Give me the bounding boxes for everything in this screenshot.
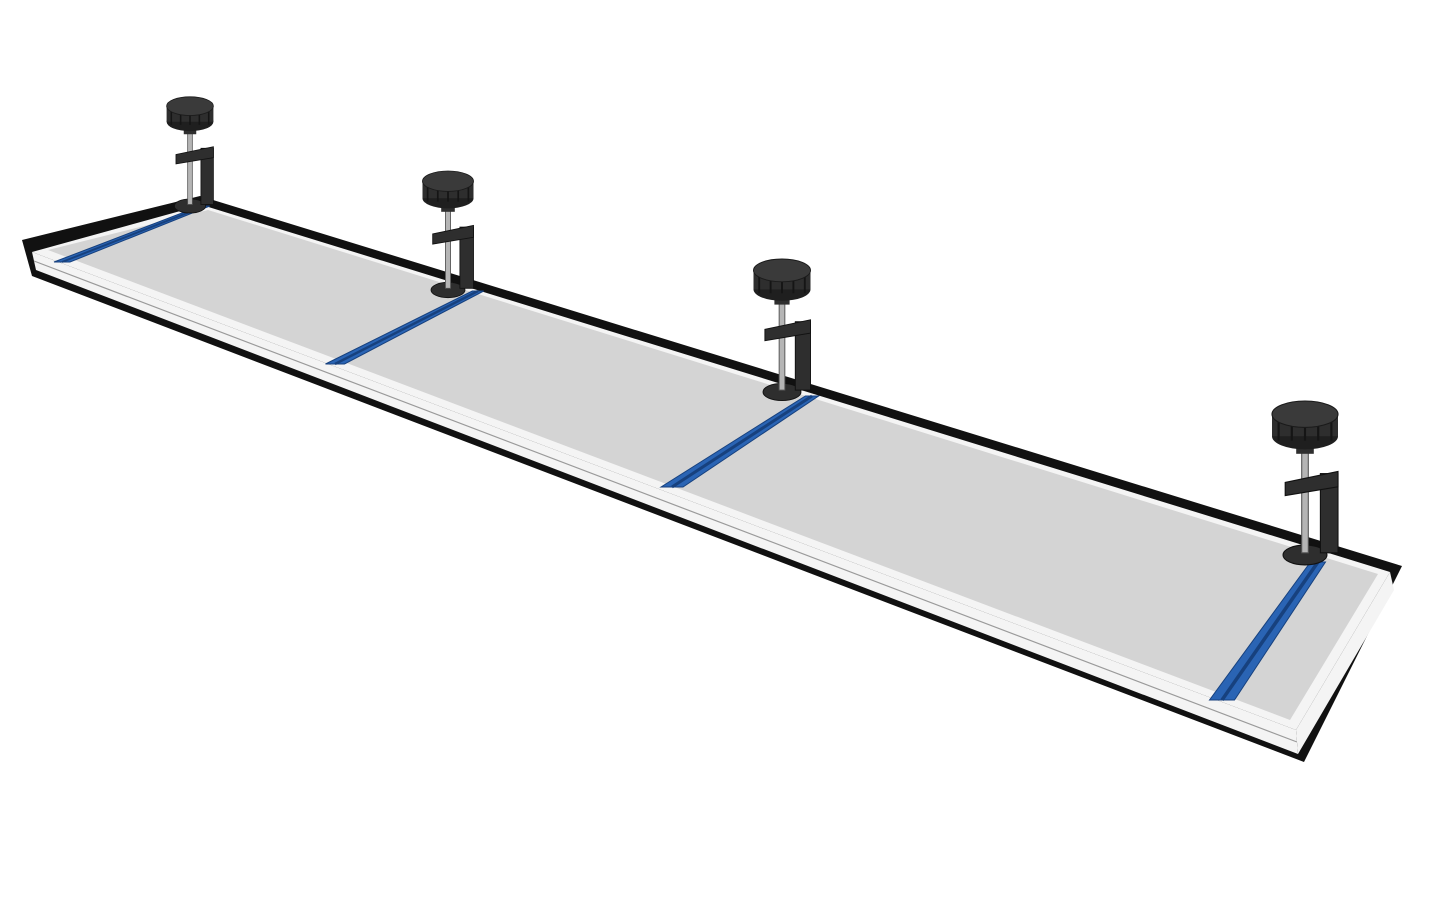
t-track-slot [1220,561,1320,701]
hold-down-clamp [1271,400,1339,566]
hold-down-clamp [753,258,811,402]
knob-top [422,170,474,192]
clamp-collar [441,205,455,212]
t-track-slot [671,394,813,489]
board [22,196,1402,762]
clamp-frame-arm [1284,470,1339,497]
clamp-frame-arm [175,146,214,165]
t-tracks [53,205,1327,701]
knob-top [166,96,214,116]
t-track-slot [334,289,479,366]
clamp-frame-arm [764,319,811,342]
hold-down-clamp [422,170,474,299]
board-front-face [32,252,1298,754]
clamp-frame-arm [432,224,474,245]
board-end-face [1296,572,1394,754]
t-track [1208,561,1327,701]
knob-top [753,258,811,283]
board-layer-line [33,260,1298,743]
clamp-collar [1296,445,1314,454]
t-track-slot [61,205,206,263]
hold-down-clamp [166,96,214,214]
clamp-collar [774,297,790,305]
knob-top [1271,400,1339,428]
hold-down-clamps [166,96,1339,566]
